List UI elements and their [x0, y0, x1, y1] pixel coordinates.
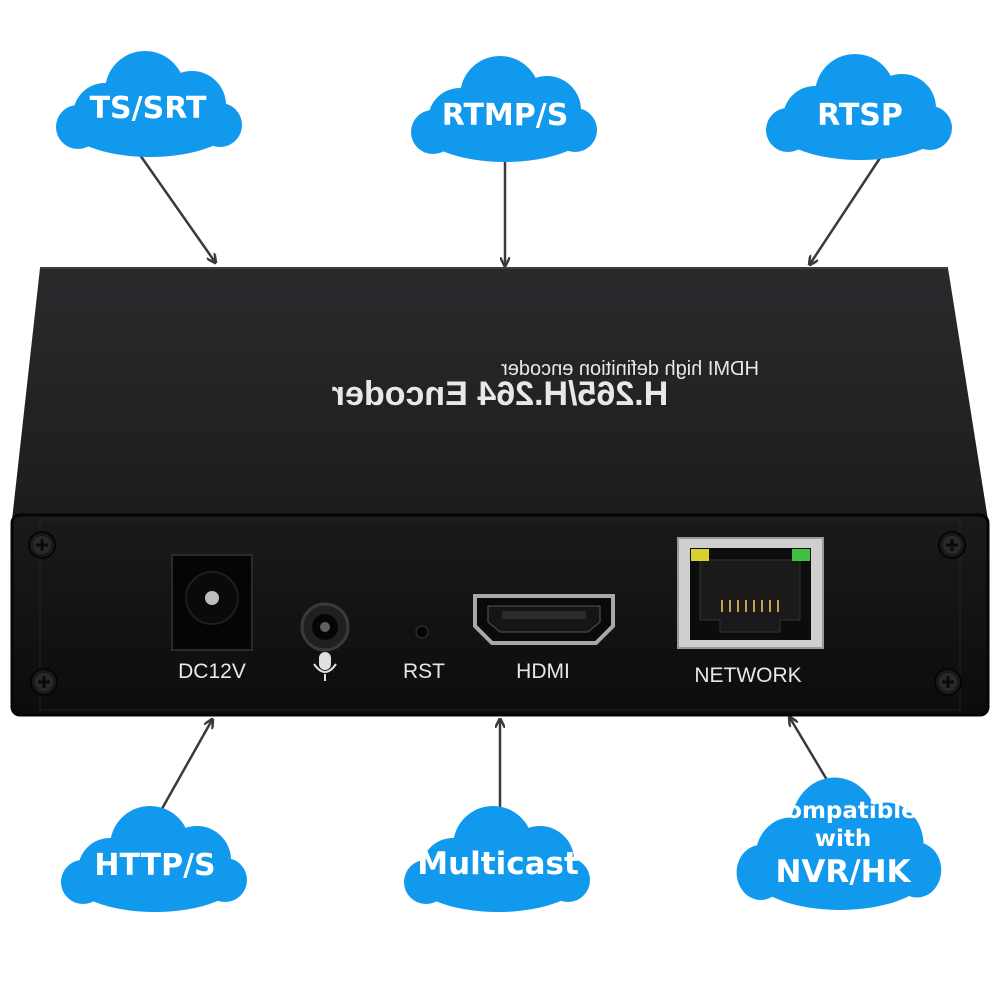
cloud-multicast: Multicast [404, 806, 590, 912]
device-top-texture [17, 299, 980, 481]
cloud-ts-srt-label: TS/SRT [90, 91, 207, 126]
rst-label: RST [403, 660, 445, 683]
arrow-ts-srt [138, 154, 215, 262]
cloud-compatible: Compatible with NVR/HK [736, 777, 942, 910]
hdmi-port [473, 594, 615, 645]
screw-top-left [27, 530, 57, 560]
screw-top-right [937, 530, 967, 560]
device-title: H.265/H.264 Encoder [332, 375, 668, 413]
encoder-device: HDMI high definition encoder H.265/H.264… [10, 267, 990, 717]
hdmi-label: HDMI [516, 660, 570, 683]
cloud-rtmp-label: RTMP/S [442, 98, 569, 133]
reset-button[interactable] [415, 625, 429, 639]
cloud-multicast-label: Multicast [417, 846, 579, 882]
screw-bottom-left [29, 667, 59, 697]
cloud-rtsp-label: RTSP [817, 98, 903, 133]
arrow-compatible [790, 718, 832, 786]
audio-jack [300, 602, 350, 652]
arrow-rtsp [810, 157, 882, 264]
dc-label: DC12V [178, 660, 246, 683]
microphone-icon [313, 652, 337, 681]
network-label: NETWORK [694, 664, 801, 687]
device-subtitle: HDMI high definition encoder [501, 358, 759, 380]
cloud-compatible-line3: NVR/HK [775, 854, 911, 890]
device-top [12, 268, 988, 520]
led-green [792, 549, 810, 561]
cloud-http-label: HTTP/S [94, 848, 215, 883]
led-yellow [691, 549, 709, 561]
cloud-ts-srt: TS/SRT [56, 51, 242, 157]
cloud-compatible-line1: Compatible [769, 798, 916, 824]
cloud-rtsp: RTSP [766, 54, 952, 160]
dc-jack [171, 554, 253, 651]
cloud-compatible-line2: with [815, 826, 872, 852]
cloud-http: HTTP/S [61, 806, 247, 912]
cloud-rtmp: RTMP/S [411, 56, 597, 162]
screw-bottom-right [933, 667, 963, 697]
network-port [677, 537, 824, 649]
